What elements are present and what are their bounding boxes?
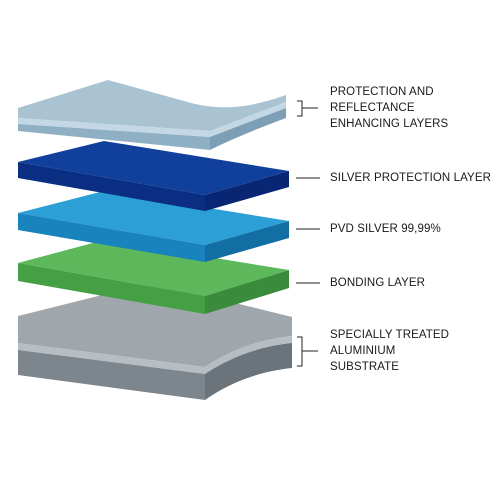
protection-layer: [18, 80, 286, 150]
silver-protection-label-line-1: SILVER PROTECTION LAYER: [330, 172, 491, 184]
silver-protection-top-face: [18, 141, 289, 195]
protection-top-face: [18, 80, 286, 131]
silver-protection-front-face: [18, 162, 205, 211]
bonding-front-face: [18, 263, 205, 314]
pvd-silver-label: PVD SILVER 99,99%: [330, 221, 441, 237]
protection-label-line-1: PROTECTION AND: [330, 86, 434, 98]
protection-label-line-2: REFLECTANCE: [330, 102, 415, 114]
substrate-side-face: [205, 343, 292, 400]
pvd-silver-top-face: [18, 191, 289, 245]
protection-front-face: [18, 124, 210, 150]
bonding-layer: [18, 240, 289, 314]
silver-protection-side-face: [205, 171, 289, 211]
silver-protection-label: SILVER PROTECTION LAYER: [330, 170, 491, 186]
protection-side-face: [210, 108, 286, 150]
pvd-silver-front-face: [18, 213, 205, 262]
bonding-side-face: [205, 270, 289, 314]
bonding-label-line-1: BONDING LAYER: [330, 277, 426, 289]
protection-bracket: [297, 100, 318, 117]
bonding-label: BONDING LAYER: [330, 275, 425, 291]
substrate-label-line-3: SUBSTRATE: [330, 361, 400, 373]
substrate-front-face: [18, 350, 205, 400]
substrate-label-line-1: SPECIALLY TREATED: [330, 329, 450, 341]
pvd-silver-side-face: [205, 221, 289, 262]
substrate-bracket: [297, 336, 318, 367]
substrate-label-line-2: ALUMINIUM: [330, 345, 396, 357]
leader-lines: [296, 100, 320, 367]
bonding-top-face: [18, 240, 289, 296]
protection-label-line-3: ENHANCING LAYERS: [330, 118, 449, 130]
substrate-label: SPECIALLY TREATED ALUMINIUM SUBSTRATE: [330, 327, 449, 375]
pvd-silver-layer: [18, 191, 289, 262]
substrate-band: [18, 336, 292, 374]
silver-protection-layer: [18, 141, 289, 211]
protection-band: [18, 102, 286, 137]
pvd-silver-label-line-1: PVD SILVER 99,99%: [330, 223, 441, 235]
protection-label: PROTECTION AND REFLECTANCE ENHANCING LAY…: [330, 84, 448, 132]
